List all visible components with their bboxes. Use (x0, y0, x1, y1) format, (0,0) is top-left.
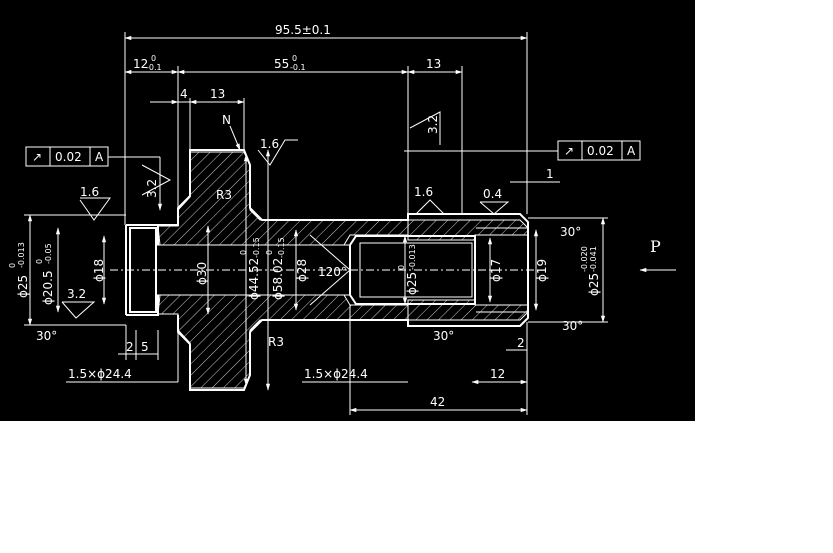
chamfer-mid-text: 1.5×ϕ24.4 (304, 367, 368, 381)
dim-phi19-text: ϕ19 (535, 259, 549, 282)
lower-section-hatch (157, 294, 409, 389)
radius-r3-top: R3 (216, 188, 232, 202)
dim-phi28-text: ϕ28 (295, 259, 309, 282)
roughness-bore-text: 3.2 (67, 287, 86, 301)
angle-120-text: 120° (318, 265, 347, 279)
svg-text:A: A (95, 150, 104, 164)
svg-text:0.02: 0.02 (55, 150, 82, 164)
roughness-right-a-text: 1.6 (414, 185, 433, 199)
dim-phi44-52-text: ϕ44.52 (247, 258, 261, 300)
svg-text:0: 0 (265, 250, 274, 255)
dim-phi58-02-text: ϕ58.02 (271, 258, 285, 300)
svg-text:0: 0 (35, 259, 44, 264)
dim-phi20-5-text: ϕ20.5 (41, 270, 55, 305)
svg-text:-0.041: -0.041 (589, 246, 598, 272)
dim-phi18-text: ϕ18 (92, 259, 106, 282)
roughness-v32-left-text: 3.2 (145, 179, 159, 198)
chamfer-left-text: 1.5×ϕ24.4 (68, 367, 132, 381)
dim-4-text: 4 (180, 87, 188, 101)
roughness-top-gear (257, 139, 298, 166)
tolerance-symbol-icon-2: ↗ (564, 144, 574, 158)
thread-bore (359, 242, 473, 298)
roughness-top-gear-text: 1.6 (260, 137, 279, 151)
svg-text:A: A (627, 144, 636, 158)
dim-12-tol-dn: -0.1 (146, 63, 162, 72)
radius-r3-bot: R3 (268, 335, 284, 349)
dim-overall-text: 95.5±0.1 (275, 23, 331, 37)
svg-text:-0.013: -0.013 (408, 244, 417, 270)
label-n-leader (229, 125, 241, 151)
roughness-v32-top-text: 3.2 (426, 115, 440, 134)
label-n: N (222, 113, 231, 127)
angle-30-right-top: 30° (560, 225, 581, 239)
roughness-left (79, 197, 111, 221)
dim-13-right-text: 13 (426, 57, 441, 71)
roughness-right-b (479, 201, 510, 215)
dim-phi17-text: ϕ17 (489, 259, 503, 282)
dim-13-left-text: 13 (210, 87, 225, 101)
tolerance-frame-right: ↗ 0.02 A (404, 140, 641, 161)
angle-30-right-bot: 30° (562, 319, 583, 333)
svg-text:0.02: 0.02 (587, 144, 614, 158)
svg-text:0: 0 (397, 265, 406, 270)
dim-55-text: 55 (274, 57, 289, 71)
dim-phi25-mid-text: ϕ25 (405, 272, 419, 295)
angle-line-a (309, 234, 351, 271)
svg-text:-0.15: -0.15 (252, 237, 261, 258)
angle-30-left: 30° (36, 329, 57, 343)
roughness-right-b-text: 0.4 (483, 187, 502, 201)
dim-12-tol-up: 0 (151, 54, 156, 63)
inner-bore (349, 235, 476, 305)
tolerance-frame-left: ↗ 0.02 A (25, 146, 163, 211)
svg-text:-0.15: -0.15 (277, 237, 286, 258)
tolerance-symbol-icon: ↗ (32, 150, 42, 164)
angle-30-mid: 30° (433, 329, 454, 343)
angle-line-b (309, 269, 351, 306)
label-p: P (650, 237, 661, 256)
roughness-v32-left (141, 164, 172, 196)
dim-12-text: 12 (133, 57, 148, 71)
dim-55-tol-up: 0 (292, 54, 297, 63)
dim-1-text: 1 (546, 167, 554, 181)
left-cap (129, 227, 157, 313)
dim-2-left: 2 (126, 340, 134, 354)
outer-contour (125, 149, 529, 391)
svg-text:-0.020: -0.020 (580, 246, 589, 272)
roughness-left-text: 1.6 (80, 185, 99, 199)
roughness-right-a (410, 199, 446, 215)
svg-text:0: 0 (8, 263, 17, 268)
dim-phi25-right-text: ϕ25 (587, 273, 601, 296)
dim-phi30-text: ϕ30 (195, 262, 209, 285)
svg-text:-0.05: -0.05 (44, 243, 53, 264)
dim-5-left: 5 (141, 340, 149, 354)
svg-text:-0.013: -0.013 (17, 242, 26, 268)
roughness-v32-top (409, 111, 441, 145)
roughness-bore (61, 301, 96, 319)
svg-text:0: 0 (239, 250, 248, 255)
dim-phi25-left-text: ϕ25 (16, 275, 30, 298)
upper-section-hatch (157, 151, 409, 246)
dim-12-right-text: 12 (490, 367, 505, 381)
dim-42-text: 42 (430, 395, 445, 409)
dim-55-tol-dn: -0.1 (290, 63, 306, 72)
dim-2-right: 2 (517, 336, 525, 350)
